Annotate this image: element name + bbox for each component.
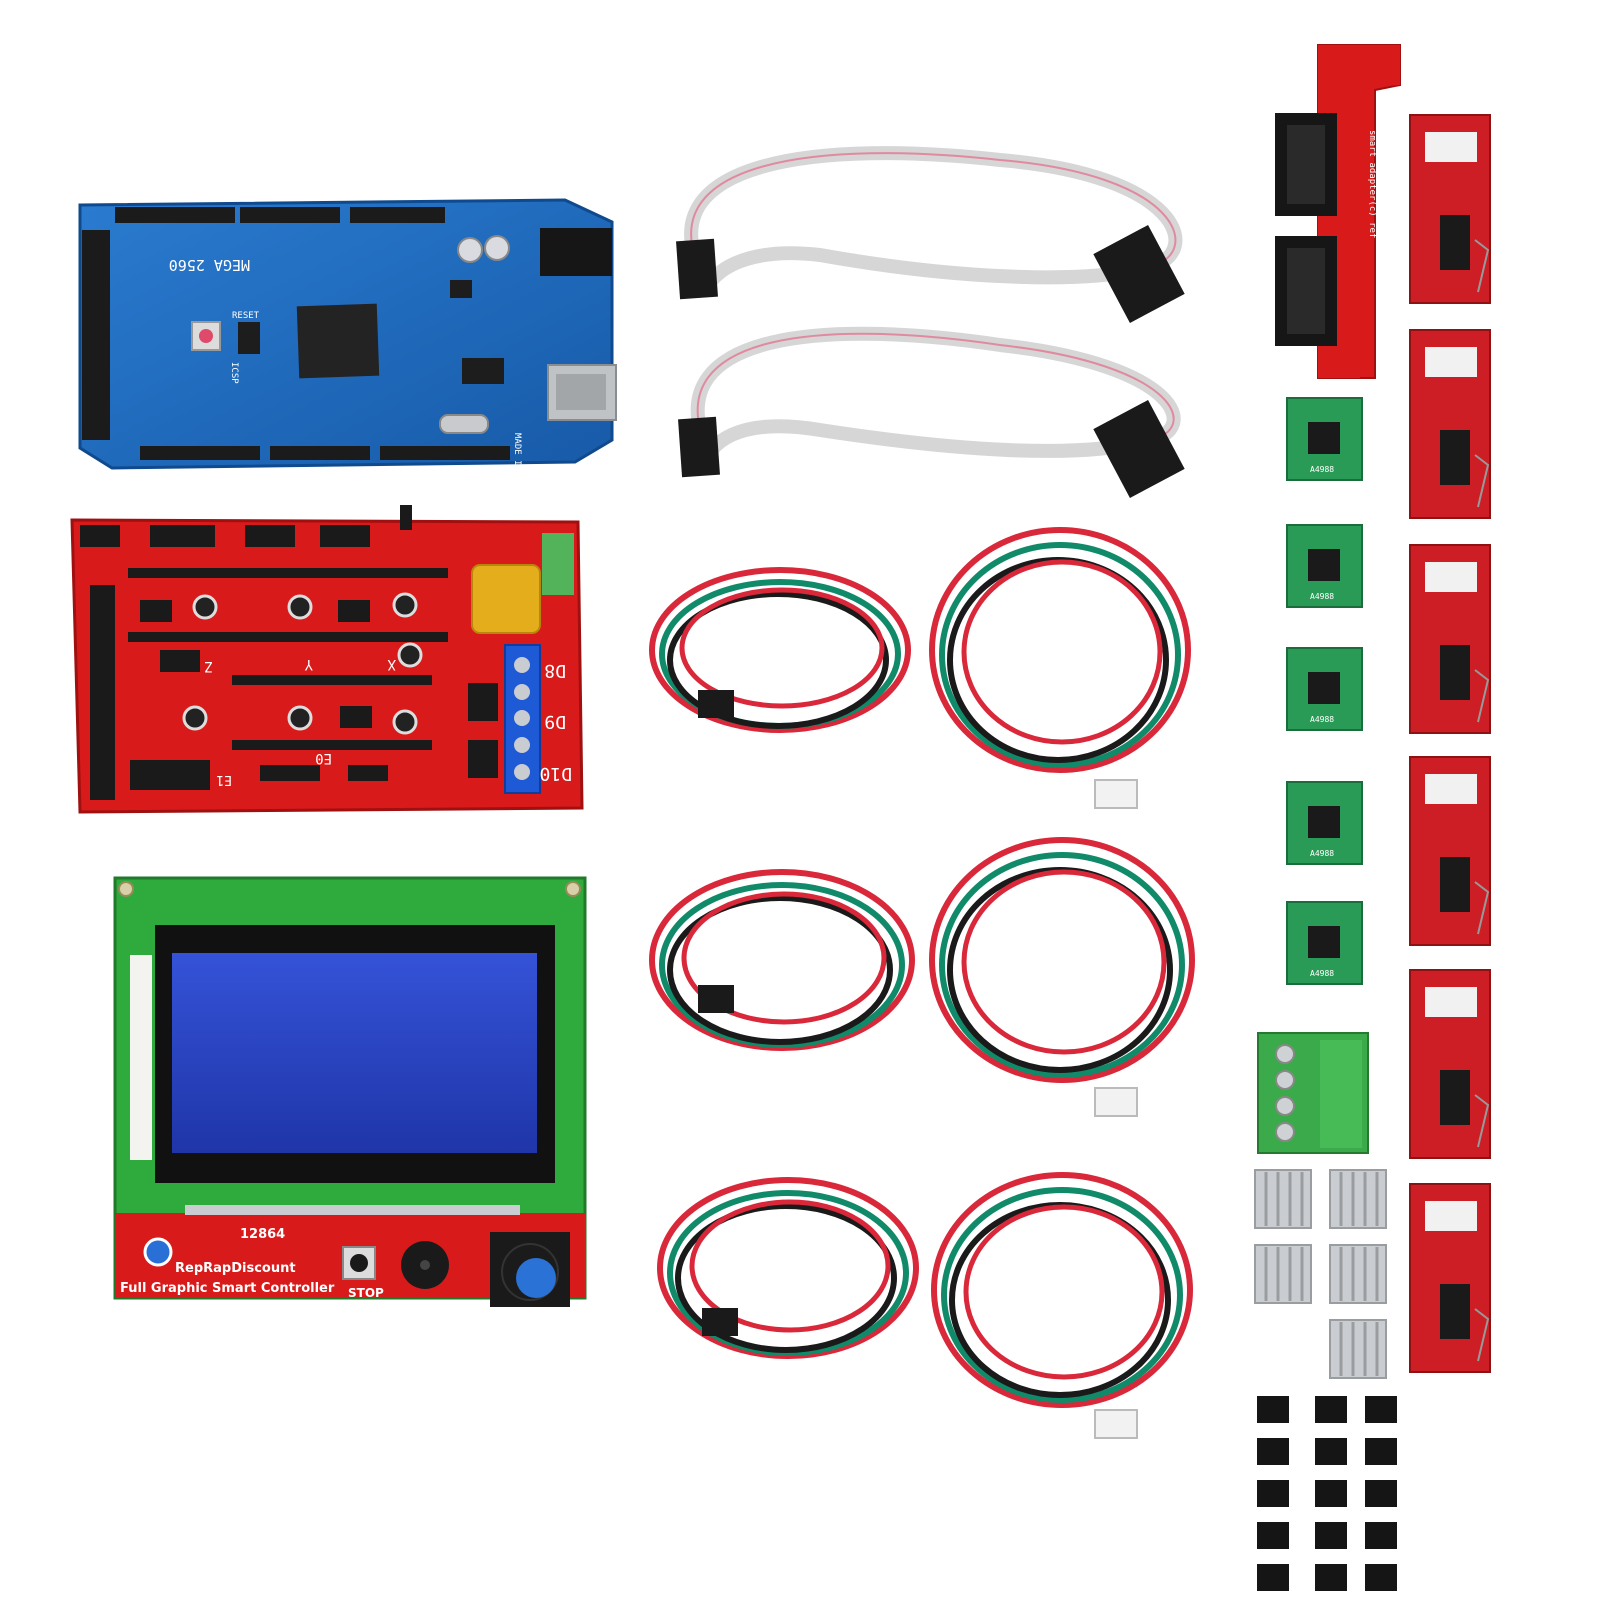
stepper-driver-1: A4988 [1286, 397, 1363, 481]
lcd-stop-label: STOP [348, 1286, 384, 1300]
heatsink-2 [1329, 1169, 1387, 1229]
mega-reset-label: RESET [232, 311, 260, 321]
ramps-e0-label: E0 [315, 750, 332, 766]
ramps-shield: D8 D9 D10 X Y Z E0 E1 [70, 505, 584, 814]
ramps-y-label: Y [304, 656, 313, 672]
driver-3-chip: A4988 [1310, 715, 1334, 724]
endstop-switch-2 [1409, 329, 1491, 519]
lcd-controller: 12864 RepRapDiscount Full Graphic Smart … [113, 876, 587, 1307]
ramps-d9-label: D9 [544, 711, 566, 732]
heatsink-3 [1254, 1244, 1312, 1304]
stepper-driver-5: A4988 [1286, 901, 1363, 985]
driver-4-chip: A4988 [1310, 849, 1334, 858]
mega-origin-label: MADE IN CHINA [512, 433, 522, 504]
endstop-switch-5 [1409, 969, 1491, 1159]
heatsink-5 [1329, 1319, 1387, 1379]
lcd-model-label: 12864 [240, 1227, 285, 1242]
endstop-switch-6 [1409, 1183, 1491, 1373]
ramps-x-label: X [387, 656, 396, 672]
endstop-switch-4 [1409, 756, 1491, 946]
ramps-z-label: Z [205, 658, 213, 674]
stepper-cable-1 [649, 567, 911, 733]
stepper-cable-3 [649, 869, 915, 1051]
driver-1-chip: A4988 [1310, 465, 1334, 474]
stepper-cable-5 [657, 1177, 919, 1359]
heatsink-1 [1254, 1169, 1312, 1229]
ribbon-cable-1 [676, 146, 1185, 323]
terminal-block [1257, 1032, 1369, 1154]
ramps-d8-label: D8 [544, 660, 566, 681]
lcd-adapter: smart adapter(c) ref [1275, 44, 1401, 379]
driver-5-chip: A4988 [1310, 969, 1334, 978]
ribbon-cable-2 [678, 326, 1185, 498]
lcd-product-label: Full Graphic Smart Controller [120, 1281, 335, 1296]
arduino-mega-board: MEGA 2560 MADE IN CHINA ICSP RESET [78, 198, 617, 504]
stepper-driver-2: A4988 [1286, 524, 1363, 608]
adapter-label: smart adapter(c) ref [1367, 130, 1377, 238]
stepper-cable-4 [929, 837, 1195, 1117]
lcd-brand-label: RepRapDiscount [175, 1261, 296, 1276]
endstop-switch-3 [1409, 544, 1491, 734]
stepper-cable-6 [931, 1172, 1193, 1439]
stepper-cable-2 [929, 527, 1191, 809]
driver-2-chip: A4988 [1310, 592, 1334, 601]
stepper-driver-3: A4988 [1286, 647, 1363, 731]
ramps-d10-label: D10 [539, 763, 572, 784]
mega-icsp-label: ICSP [229, 362, 239, 384]
endstop-switch-1 [1409, 114, 1491, 304]
heatsink-4 [1329, 1244, 1387, 1304]
stepper-driver-4: A4988 [1286, 781, 1363, 865]
ramps-e1-label: E1 [216, 772, 232, 787]
mega-model-label: MEGA 2560 [169, 256, 250, 274]
jumper-caps [1257, 1396, 1397, 1591]
